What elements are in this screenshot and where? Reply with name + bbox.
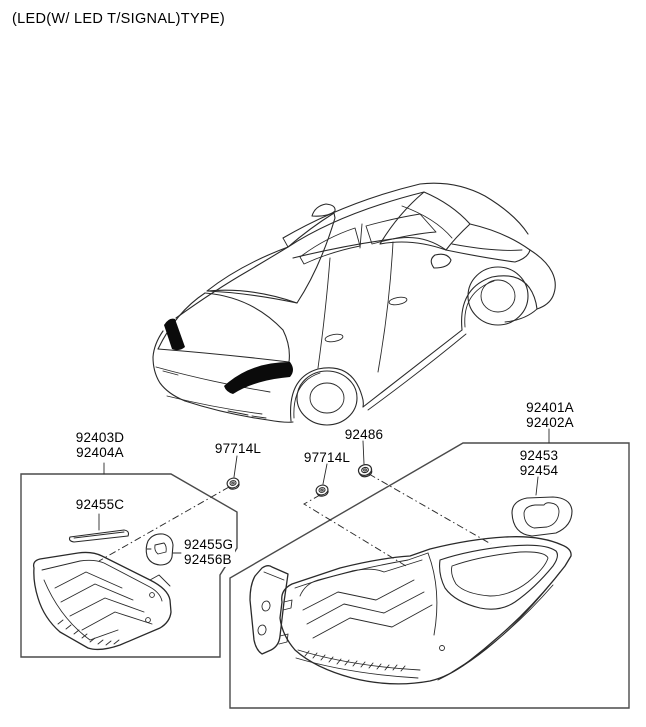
tail-lamp-left-silhouette	[164, 318, 185, 351]
diagram-title: (LED(W/ LED T/SIGNAL)TYPE)	[12, 11, 225, 27]
strip-drawing	[68, 529, 130, 543]
part-label-strip: 92455C	[75, 497, 125, 512]
part-label-pad: 92455G 92456B	[182, 537, 236, 567]
car-illustration	[152, 182, 556, 426]
nut-icon	[314, 483, 330, 499]
reference-lines	[98, 473, 492, 567]
part-label-inner-lamp: 92403D 92404A	[75, 430, 125, 460]
gasket-drawing	[511, 496, 573, 537]
nut-icon	[225, 476, 241, 492]
part-label-nut-left: 97714L	[214, 441, 262, 456]
inner-lamp-drawing	[32, 551, 172, 651]
part-label-outer-lamp: 92401A 92402A	[526, 400, 574, 430]
bracket-drawing	[249, 565, 293, 655]
outer-lamp-drawing	[279, 536, 572, 685]
clip-icon	[356, 462, 374, 479]
outer-lamp-box	[229, 442, 630, 709]
leader-lines	[98, 428, 550, 554]
tail-lamp-right-silhouette	[224, 362, 293, 394]
part-label-clip: 92486	[344, 427, 384, 442]
part-label-nut-right: 97714L	[303, 450, 351, 465]
part-label-gasket: 92453 92454	[519, 448, 559, 478]
pad-drawing	[145, 533, 174, 566]
